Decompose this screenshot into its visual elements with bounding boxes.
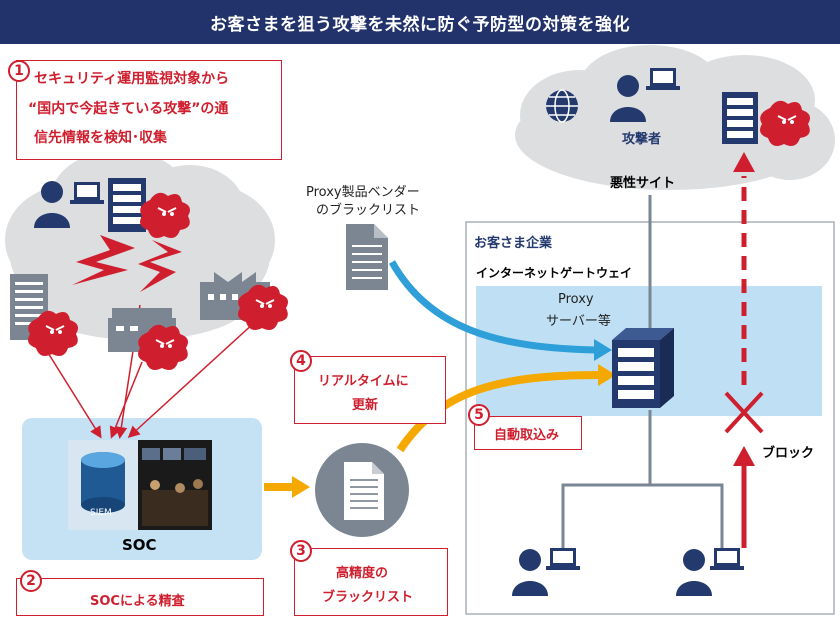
step-2-number: 2: [20, 570, 42, 592]
virus-icon: [28, 310, 78, 356]
orange-arrow-update: [396, 364, 616, 453]
virus-icon: [238, 284, 288, 330]
step-1-text-line-2: “国内で今起きている攻撃”の通: [28, 101, 229, 117]
attacker-label: 攻撃者: [622, 132, 662, 147]
malicious-site-label: 悪性サイト: [610, 176, 676, 191]
step-2-box: [16, 578, 264, 616]
virus-icon: [138, 324, 188, 370]
step-3-text-line-2: ブラックリスト: [322, 590, 414, 605]
vendor-label-line-1: Proxy製品ベンダー: [306, 185, 420, 200]
step-5-text: 自動取込み: [494, 428, 560, 443]
blacklist-document-icon: [315, 443, 409, 537]
malicious-server-icon: [722, 92, 758, 144]
employee-user-icon: [676, 548, 744, 596]
block-x-icon: [724, 391, 764, 434]
step-4-box: [294, 356, 446, 424]
step-5-box: [474, 416, 582, 450]
laptop-icon: [70, 182, 104, 204]
soc-label: SOC: [122, 536, 157, 554]
orange-arrow-soc: [264, 476, 310, 498]
employee-user-icon: [512, 548, 580, 596]
vendor-label-line-2: のブラックリスト: [316, 203, 421, 218]
block-label: ブロック: [762, 446, 815, 461]
step-1-number: 1: [8, 60, 30, 82]
virus-icon: [140, 192, 190, 238]
step-4-number: 4: [290, 350, 312, 372]
proxy-server-icon: [612, 328, 674, 408]
step-3-number: 3: [290, 540, 312, 562]
step-1-text-line-3: 信先情報を検知･収集: [34, 130, 167, 146]
block-path: [733, 152, 755, 548]
attacker-laptop-icon: [646, 68, 680, 90]
siem-image: [68, 440, 138, 530]
proxy-label-line-2: サーバー等: [546, 314, 611, 329]
step-4-text-line-2: 更新: [352, 398, 379, 413]
gateway-label: インターネットゲートウェイ: [476, 266, 633, 280]
step-1-text-line-1: セキュリティ運用監視対象から: [34, 71, 230, 87]
attacker-user-icon: [610, 75, 646, 122]
attack-lightning-icon: [72, 235, 182, 292]
user-icon: [34, 181, 70, 228]
customer-company-label: お客さま企業: [474, 236, 553, 251]
blue-arrow-vendor: [388, 260, 612, 361]
soc-room-photo: [138, 440, 212, 530]
server-icon: [108, 178, 146, 232]
siem-label: SIEM: [90, 508, 112, 518]
step-2-text: SOCによる精査: [90, 594, 185, 609]
step-3-text-line-1: 高精度の: [336, 566, 389, 581]
proxy-label-line-1: Proxy: [558, 292, 594, 307]
vendor-document-icon: [346, 224, 388, 290]
step-1-box: [16, 60, 282, 160]
page-title: お客さまを狙う攻撃を未然に防ぐ予防型の対策を強化: [0, 0, 840, 44]
step-3-box: [294, 548, 448, 616]
virus-icon: [760, 100, 810, 146]
step-4-text-line-1: リアルタイムに: [318, 374, 409, 389]
globe-icon: [546, 89, 578, 123]
network-lines: [561, 195, 724, 555]
step-5-number: 5: [468, 404, 490, 426]
